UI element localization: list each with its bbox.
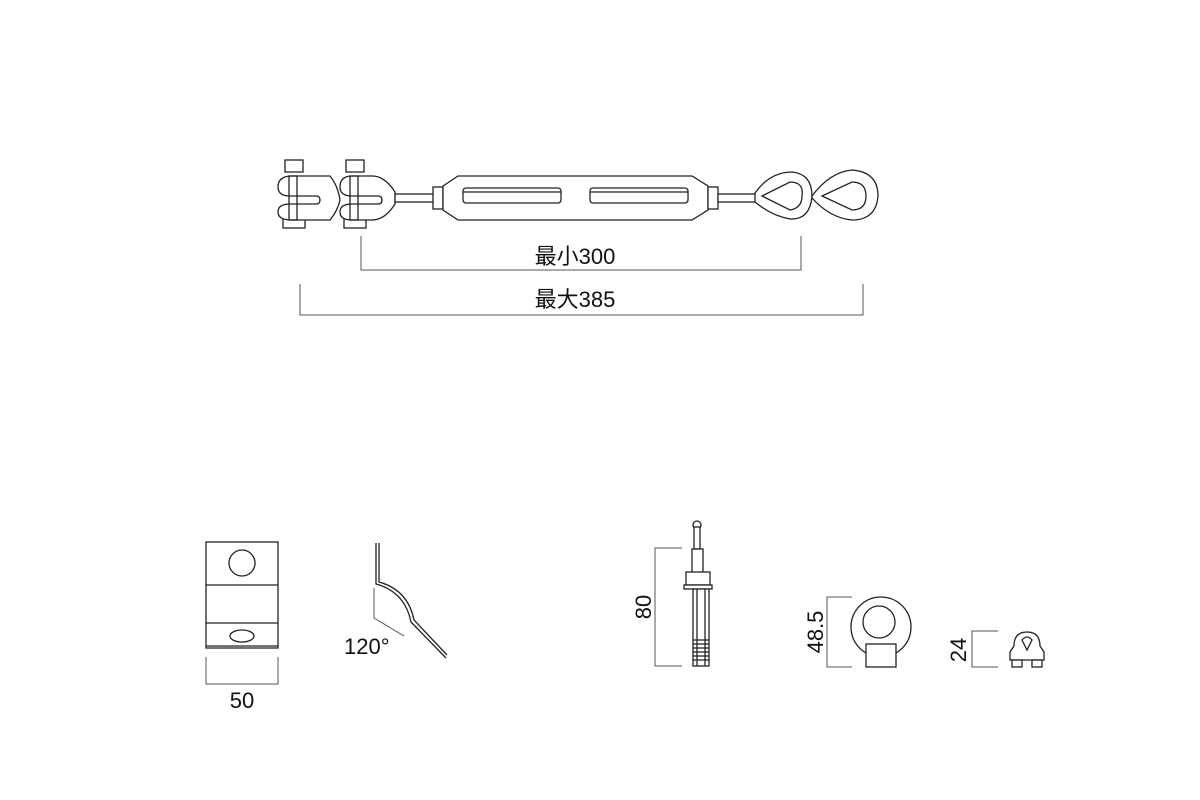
wire-clip-height-label: 24 (946, 638, 971, 662)
eye-nut-height-label: 48.5 (803, 611, 828, 654)
anchor-bolt: 80 (631, 520, 713, 667)
anchor-length-label: 80 (631, 595, 656, 619)
eye-nut: 48.5 (803, 596, 912, 668)
bracket-side: 120° (344, 543, 448, 659)
bracket-angle-label: 120° (344, 634, 390, 659)
wire-clip: 24 (946, 630, 1045, 668)
max-length-label: 最大385 (535, 287, 616, 312)
bracket-front: 50 (205, 541, 279, 713)
dimension-max: 最大385 (299, 284, 864, 316)
dimension-min: 最小300 (360, 236, 802, 271)
turnbuckle (277, 159, 879, 229)
min-length-label: 最小300 (535, 244, 616, 269)
bracket-width-label: 50 (230, 688, 254, 713)
